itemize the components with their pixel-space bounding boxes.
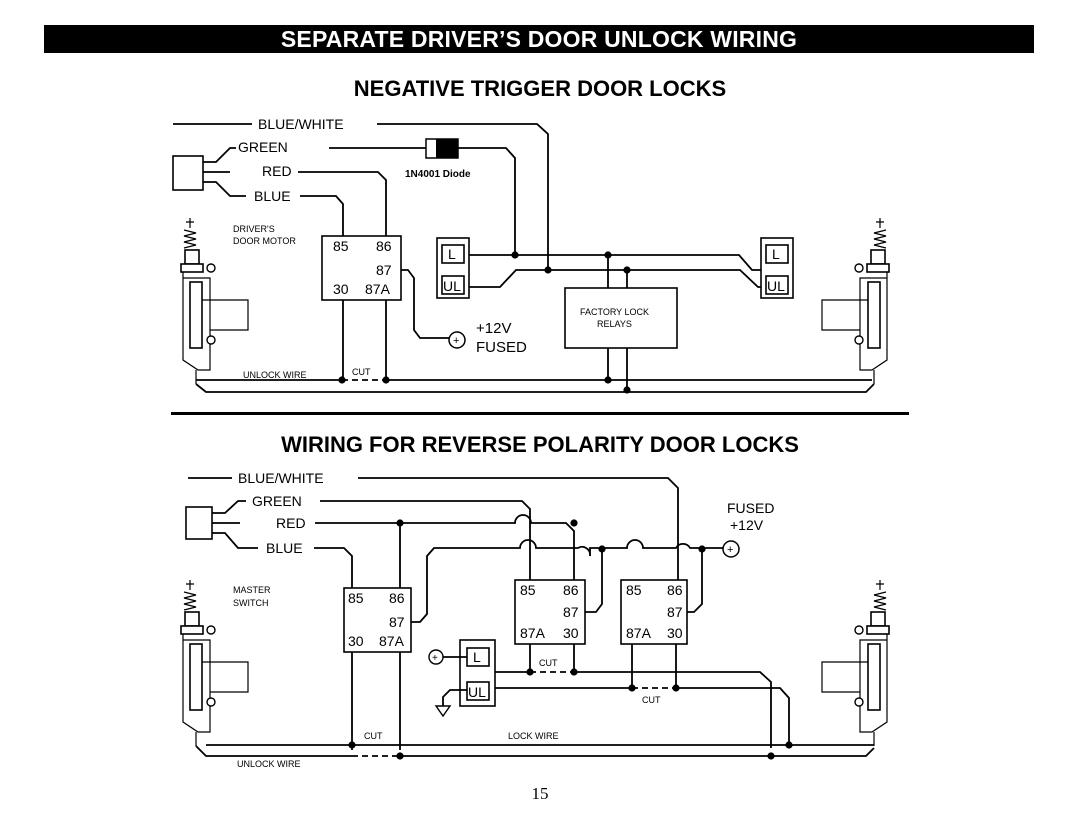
svg-text:+: + (453, 335, 459, 347)
power-label-fused: FUSED (476, 339, 527, 356)
master-switch-label-1: MASTER (233, 585, 271, 595)
lock-wire-label: LOCK WIRE (508, 731, 559, 741)
ground-icon (434, 705, 452, 718)
relay-a-pin-87: 87 (389, 614, 405, 630)
relay-b-pin-30: 30 (563, 625, 579, 641)
cut-label-2a: CUT (539, 658, 558, 668)
switch-right-l-label: L (772, 246, 780, 262)
factory-lock-relays-box (564, 287, 678, 349)
cut-label: CUT (352, 367, 371, 377)
power-label-12v: +12V (476, 320, 511, 337)
relay-c-pin-85: 85 (626, 582, 642, 598)
relay-pin-30: 30 (333, 281, 349, 297)
master-switch-label-2: SWITCH (233, 598, 269, 608)
wire-label-blue: BLUE (254, 188, 291, 204)
svg-text:+: + (727, 544, 733, 556)
section2-title: WIRING FOR REVERSE POLARITY DOOR LOCKS (281, 432, 799, 457)
relay-pin-87a: 87A (365, 281, 391, 297)
power-label-fused-2: FUSED (727, 500, 774, 516)
driver-door-motor-label-1: DRIVER'S (233, 224, 275, 234)
relay-a (343, 587, 412, 653)
wire-label-green: GREEN (238, 139, 288, 155)
page-number: 15 (531, 784, 549, 803)
cut-label-2b: CUT (642, 695, 661, 705)
passenger-door-actuator-icon (821, 217, 890, 385)
relay-pin-85: 85 (333, 238, 349, 254)
wire-harness-connector (172, 155, 204, 191)
relay-b-pin-87a: 87A (520, 625, 546, 641)
relay-b-pin-86: 86 (563, 582, 579, 598)
wire-label-blue-white-2: BLUE/WHITE (238, 470, 324, 486)
relay-a-pin-87a: 87A (379, 633, 405, 649)
relay-c-pin-87a: 87A (626, 625, 652, 641)
power-plus-icon-2 (722, 540, 740, 558)
unlock-wire-label-2: UNLOCK WIRE (237, 759, 301, 769)
driver-door-motor-label-2: DOOR MOTOR (233, 236, 296, 246)
switch-left-l-label: L (448, 246, 456, 262)
unlock-wire-label: UNLOCK WIRE (243, 370, 307, 380)
wire-label-red: RED (262, 163, 292, 179)
relay-a-pin-30: 30 (348, 633, 364, 649)
relay-1 (321, 235, 402, 301)
power-plus-icon (448, 331, 466, 349)
wire-label-red-2: RED (276, 515, 306, 531)
page-header-banner: SEPARATE DRIVER’S DOOR UNLOCK WIRING (44, 25, 1034, 53)
switch-right-ul-label: UL (767, 278, 785, 294)
factory-relays-label-1: FACTORY LOCK (580, 307, 649, 317)
relay-c-pin-86: 86 (667, 582, 683, 598)
factory-relays-label-2: RELAYS (597, 319, 632, 329)
relay-pin-87: 87 (376, 262, 392, 278)
section-divider (171, 412, 909, 415)
relay-pin-86: 86 (376, 238, 392, 254)
relay-b-pin-85: 85 (520, 582, 536, 598)
relay-a-pin-85: 85 (348, 590, 364, 606)
power-label-12v-2: +12V (730, 517, 764, 533)
wire-label-blue-2: BLUE (266, 540, 303, 556)
switch2-l-label: L (473, 649, 481, 665)
relay-c-pin-87: 87 (667, 604, 683, 620)
svg-text:+: + (432, 653, 438, 664)
cut-label-2c: CUT (364, 731, 383, 741)
relay-b (514, 579, 586, 645)
relay-c-pin-30: 30 (667, 625, 683, 641)
section1-diagram: BLUE/WHITE GREEN 1N4001 Diode RED BLUE D… (172, 116, 890, 394)
wire-label-green-2: GREEN (252, 493, 302, 509)
switch2-ul-label: UL (468, 684, 486, 700)
passenger-actuator-icon-2 (821, 579, 890, 747)
wire-harness-connector-2 (185, 506, 213, 540)
relay-c (620, 579, 688, 645)
section1-title: NEGATIVE TRIGGER DOOR LOCKS (353, 76, 727, 101)
wire-label-blue-white: BLUE/WHITE (258, 116, 344, 132)
section2-diagram: BLUE/WHITE GREEN RED BLUE MASTER SWITCH … (180, 470, 890, 769)
diode-label: 1N4001 Diode (405, 169, 471, 180)
relay-b-pin-87: 87 (563, 604, 579, 620)
switch-left-ul-label: UL (443, 278, 461, 294)
relay-a-pin-86: 86 (389, 590, 405, 606)
